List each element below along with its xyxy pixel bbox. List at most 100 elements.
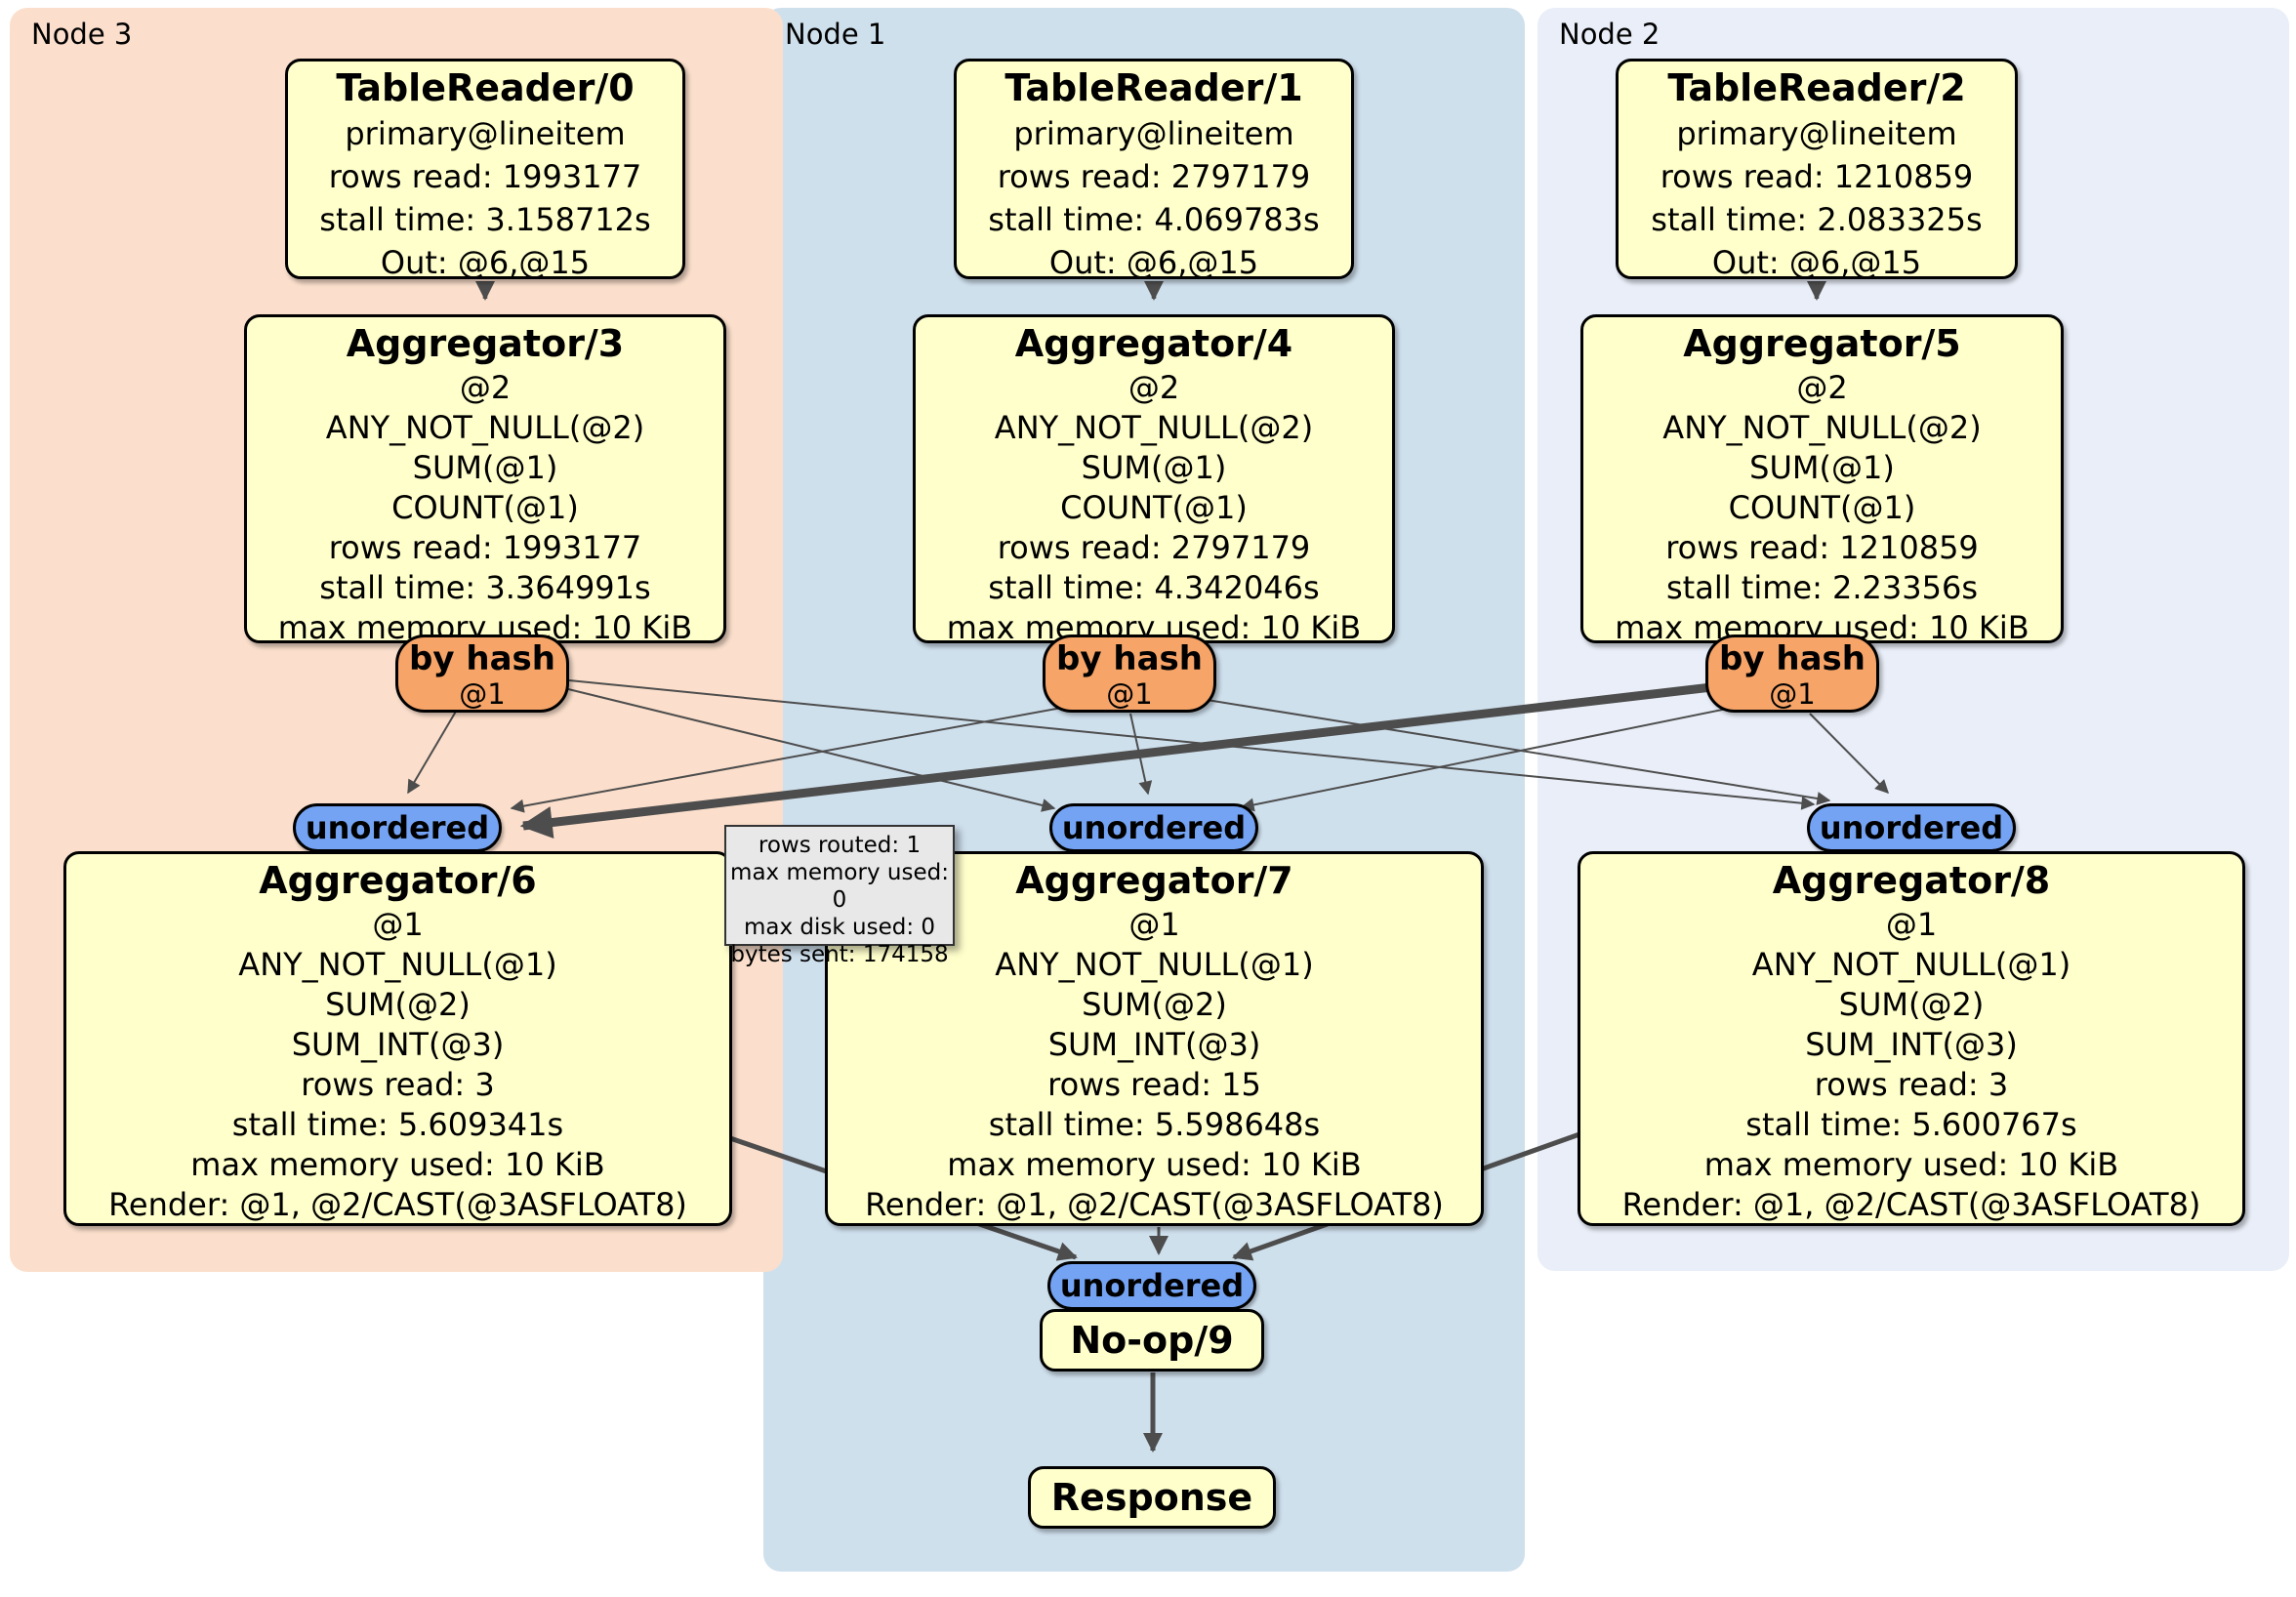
processor-detail: SUM(@1) (1081, 449, 1227, 486)
processor-tablereader-1: TableReader/1 primary@lineitem rows read… (954, 59, 1354, 281)
router-byhash-5: by hash @1 (1705, 635, 1879, 713)
processor-title: TableReader/1 (1004, 66, 1303, 109)
processor-detail: Render: @1, @2/CAST(@3ASFLOAT8) (108, 1186, 687, 1223)
processor-title: TableReader/0 (336, 66, 635, 109)
processor-detail: ANY_NOT_NULL(@1) (238, 946, 557, 983)
edge-byhash4-unordered6 (510, 704, 1079, 813)
processor-detail: max memory used: 10 KiB (190, 1146, 605, 1183)
processor-title: Aggregator/8 (1772, 859, 2051, 902)
processor-detail: @1 (1885, 906, 1938, 943)
processor-detail: primary@lineitem (1676, 115, 1957, 152)
processor-detail: Render: @1, @2/CAST(@3ASFLOAT8) (865, 1186, 1444, 1223)
processor-detail: rows read: 15 (1047, 1066, 1261, 1103)
stream-label: unordered (1059, 1267, 1245, 1304)
processor-detail: stall time: 2.23356s (1665, 569, 1979, 606)
edge-byhash5-unordered6-highlighted[interactable] (519, 681, 1721, 839)
processor-tablereader-2: TableReader/2 primary@lineitem rows read… (1616, 59, 2018, 281)
edge-byhash3-unordered8 (568, 679, 1816, 810)
router-label: by hash (409, 639, 555, 678)
processor-aggregator-6: Aggregator/6 @1 ANY_NOT_NULL(@1) SUM(@2)… (63, 851, 732, 1226)
tooltip-line: rows routed: 1 (758, 833, 922, 858)
processor-detail: SUM(@2) (325, 986, 471, 1023)
stream-unordered-9: unordered (1047, 1261, 1256, 1310)
processor-detail: SUM(@2) (1838, 986, 1985, 1023)
processor-detail: rows read: 1993177 (328, 158, 642, 195)
processor-title: Aggregator/3 (346, 322, 625, 365)
processor-noop-9: No-op/9 (1040, 1309, 1264, 1372)
router-key: @1 (1769, 677, 1816, 711)
stream-label: unordered (1819, 809, 2004, 846)
processor-aggregator-3: Aggregator/3 @2 ANY_NOT_NULL(@2) SUM(@1)… (244, 314, 726, 646)
router-key: @1 (1106, 677, 1153, 711)
processor-detail: @2 (459, 369, 512, 406)
processor-title: No-op/9 (1070, 1319, 1234, 1362)
processor-aggregator-8: Aggregator/8 @1 ANY_NOT_NULL(@1) SUM(@2)… (1578, 851, 2245, 1226)
processor-detail: ANY_NOT_NULL(@2) (325, 409, 645, 446)
processor-detail: stall time: 4.069783s (988, 201, 1320, 238)
processor-detail: @1 (372, 906, 424, 943)
processor-detail: SUM(@1) (412, 449, 558, 486)
processor-detail: stall time: 5.609341s (231, 1106, 564, 1143)
processor-aggregator-5: Aggregator/5 @2 ANY_NOT_NULL(@2) SUM(@1)… (1580, 314, 2064, 646)
processor-detail: COUNT(@1) (391, 489, 579, 526)
processor-detail: COUNT(@1) (1060, 489, 1248, 526)
processor-detail: SUM_INT(@3) (1047, 1026, 1261, 1063)
processor-detail: SUM(@2) (1082, 986, 1227, 1023)
processor-detail: stall time: 5.598648s (988, 1106, 1321, 1143)
processor-detail: SUM_INT(@3) (1805, 1026, 2018, 1063)
edge-byhash5-unordered7 (1240, 705, 1742, 812)
router-key: @1 (459, 677, 506, 711)
processor-detail: Render: @1, @2/CAST(@3ASFLOAT8) (1621, 1186, 2201, 1223)
edge-byhash3-unordered7 (563, 687, 1056, 812)
stream-label: unordered (1061, 809, 1247, 846)
processor-title: Aggregator/5 (1683, 322, 1961, 365)
processor-aggregator-4: Aggregator/4 @2 ANY_NOT_NULL(@2) SUM(@1)… (913, 314, 1395, 646)
tooltip-line: bytes sent: 174158 (730, 942, 949, 967)
processor-title: Aggregator/4 (1014, 322, 1293, 365)
router-byhash-3: by hash @1 (395, 635, 569, 713)
router-label: by hash (1056, 639, 1203, 678)
processor-detail: ANY_NOT_NULL(@2) (994, 409, 1314, 446)
processor-detail: @2 (1128, 369, 1180, 406)
edge-byhash3-unordered6 (407, 709, 458, 795)
processor-detail: max memory used: 10 KiB (947, 1146, 1362, 1183)
processor-detail: rows read: 2797179 (997, 158, 1311, 195)
processor-detail: Out: @6,@15 (380, 244, 591, 281)
processor-detail: SUM(@1) (1749, 449, 1895, 486)
processor-detail: @2 (1796, 369, 1848, 406)
processor-detail: rows read: 1210859 (1665, 529, 1979, 566)
stream-unordered-8: unordered (1807, 803, 2016, 852)
node1-panel-label: Node 1 (785, 18, 886, 51)
processor-detail: ANY_NOT_NULL(@1) (1751, 946, 2071, 983)
processor-detail: stall time: 4.342046s (988, 569, 1320, 606)
processor-detail: stall time: 2.083325s (1651, 201, 1983, 238)
processor-detail: rows read: 3 (301, 1066, 495, 1103)
tooltip-line: max memory used: 0 (730, 860, 949, 913)
processor-detail: rows read: 3 (1814, 1066, 2009, 1103)
processor-detail: Out: @6,@15 (1048, 244, 1259, 281)
processor-detail: stall time: 3.364991s (319, 569, 651, 606)
processor-detail: max memory used: 10 KiB (1703, 1146, 2119, 1183)
processor-detail: stall time: 3.158712s (319, 201, 651, 238)
processor-detail: ANY_NOT_NULL(@1) (995, 946, 1314, 983)
stream-label: unordered (305, 809, 490, 846)
tooltip-line: max disk used: 0 (743, 915, 936, 940)
router-label: by hash (1719, 639, 1866, 678)
node2-panel-label: Node 2 (1559, 18, 1660, 51)
processor-title: Aggregator/7 (1015, 859, 1293, 902)
processor-detail: rows read: 2797179 (997, 529, 1311, 566)
processor-detail: rows read: 1210859 (1660, 158, 1974, 195)
edge-stats-tooltip: rows routed: 1 max memory used: 0 max di… (724, 825, 955, 967)
processor-detail: ANY_NOT_NULL(@2) (1662, 409, 1982, 446)
processor-title: Aggregator/6 (259, 859, 537, 902)
processor-response: Response (1028, 1466, 1276, 1529)
edge-byhash5-unordered8 (1809, 713, 1889, 794)
processor-title: TableReader/2 (1667, 66, 1966, 109)
stream-unordered-7: unordered (1049, 803, 1258, 852)
processor-detail: COUNT(@1) (1728, 489, 1916, 526)
processor-title: Response (1050, 1476, 1253, 1519)
processor-detail: SUM_INT(@3) (291, 1026, 505, 1063)
processor-detail: @1 (1128, 906, 1180, 943)
processor-detail: Out: @6,@15 (1711, 244, 1922, 281)
edge-byhash4-unordered8 (1194, 697, 1831, 805)
